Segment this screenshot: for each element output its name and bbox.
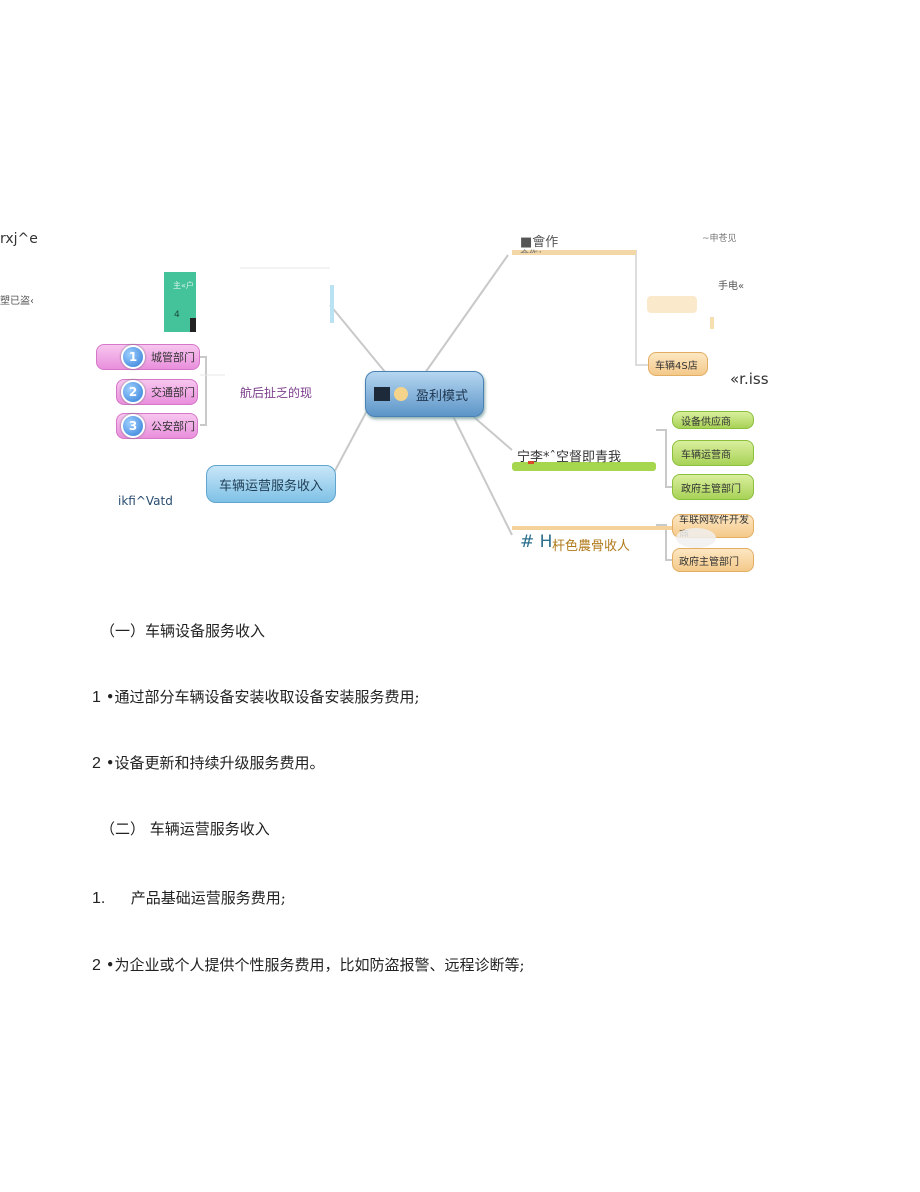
left-label: ikfi^Vatd <box>118 494 173 508</box>
node-label: 车辆运营商 <box>681 449 731 461</box>
orange-node: 车辆4S店 <box>648 352 708 376</box>
annotation-label: 航后扯乏的现 <box>240 386 313 400</box>
list-item-text: •为企业或个人提供个性服务费用，比如防盗报警、远程诊断等; <box>105 956 525 974</box>
list-item: 2 •为企业或个人提供个性服务费用，比如防盗报警、远程诊断等; <box>92 954 525 975</box>
connector-lines <box>200 250 672 561</box>
connector-line <box>449 409 513 536</box>
left-label: 塑已盗‹ <box>0 296 34 307</box>
branch-prefix: # H <box>520 532 553 552</box>
node-label: 设备供应商 <box>681 416 731 428</box>
connector-bracket <box>200 356 207 426</box>
pink-node: 1 城管部门 <box>96 344 200 370</box>
list-item-number: 2 <box>92 957 101 974</box>
branch-label: 杆色農骨收人 <box>552 539 631 554</box>
connector-bracket <box>656 429 672 488</box>
center-node: 盈利模式 <box>365 371 484 417</box>
left-label: rxj^e <box>0 231 38 247</box>
branch-label: ■會作 <box>520 235 559 250</box>
coin-icon <box>394 387 408 401</box>
pink-node: 2 交通部门 <box>116 379 198 405</box>
node-label: 交通部门 <box>151 386 195 399</box>
green-node: 设备供应商 <box>672 411 754 429</box>
teal-box-marker <box>190 318 196 332</box>
teal-box-text: 主«户 <box>173 281 194 290</box>
orange-accent <box>710 317 714 329</box>
list-item-text: 产品基础运营服务费用; <box>130 889 286 907</box>
branch-bar-top <box>512 250 636 255</box>
node-label: 政府主管部门 <box>681 483 741 495</box>
number-badge: 2 <box>121 380 145 404</box>
list-item: 1. 产品基础运营服务费用; <box>92 887 286 908</box>
list-item-number: 1 <box>92 689 101 706</box>
list-item-number: 1. <box>92 890 106 907</box>
list-item-text: •设备更新和持续升级服务费用。 <box>105 754 325 772</box>
node-label: 城管部门 <box>151 351 195 364</box>
list-item: 2 •设备更新和持续升级服务费用。 <box>92 752 325 773</box>
connector-line <box>329 404 371 481</box>
list-item: 1 •通过部分车辆设备安装收取设备安装服务费用; <box>92 686 420 707</box>
center-node-label: 盈利模式 <box>416 388 469 404</box>
branch-sublabel: 合作： <box>520 247 547 253</box>
connector-bracket <box>656 524 672 561</box>
connector-bracket <box>635 250 650 366</box>
list-item-text: •通过部分车辆设备安装收取设备安装服务费用; <box>105 688 420 706</box>
section-heading: （二） 车辆运营服务收入 <box>100 820 270 838</box>
branch-bar-mid <box>512 462 656 471</box>
section-heading: （一）车辆设备服务收入 <box>100 622 266 640</box>
revenue-node-label: 车辆运营服务收入 <box>218 478 323 494</box>
green-node: 车辆运营商 <box>672 440 754 466</box>
marker <box>528 461 534 464</box>
teal-box: 主«户 4 <box>164 272 196 332</box>
branch-accent <box>330 285 334 323</box>
orange-node: 政府主管部门 <box>672 548 754 572</box>
branch-label: 宁李*ˆ空督即青我 <box>517 450 622 465</box>
connector-line <box>419 254 509 381</box>
green-node: 政府主管部门 <box>672 474 754 500</box>
connector-line <box>329 304 391 379</box>
mind-map-diagram: rxj^e 塑已盗‹ 主«户 4 1 城管部门 2 交通部门 3 公安部门 航后… <box>0 231 769 572</box>
pink-node: 3 公安部门 <box>116 413 198 439</box>
branch-bar-bottom <box>512 526 672 530</box>
number-badge: 1 <box>121 345 145 369</box>
teal-box-text: 4 <box>174 310 180 320</box>
orange-node-faded <box>647 296 697 313</box>
flag-icon <box>374 387 390 401</box>
side-label: «r.iss <box>730 370 769 388</box>
node-label: 政府主管部门 <box>679 556 739 568</box>
chat-icon <box>676 528 716 548</box>
small-label: 手电« <box>718 281 745 292</box>
node-label: 公安部门 <box>151 420 195 433</box>
list-item-number: 2 <box>92 755 101 772</box>
node-label: 车辆4S店 <box>655 360 698 372</box>
small-label: ~申苍见 <box>702 234 737 244</box>
revenue-node: 车辆运营服务收入 <box>206 465 336 503</box>
number-badge: 3 <box>121 414 145 438</box>
